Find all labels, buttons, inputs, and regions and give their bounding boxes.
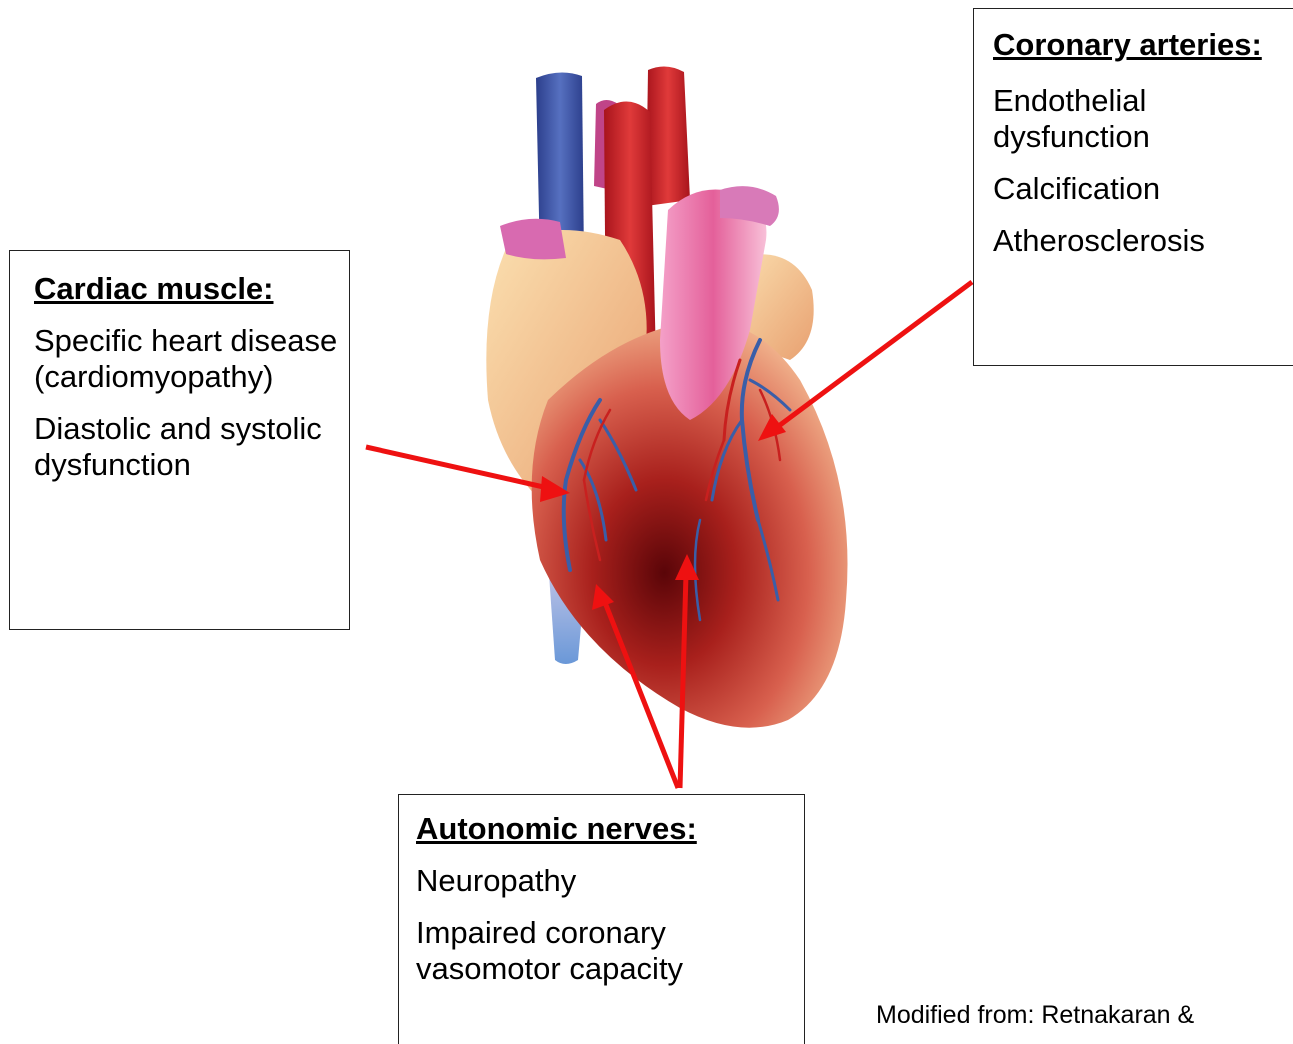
coronary-arteries-item: Atherosclerosis [993, 223, 1283, 259]
pulmonary-artery-left [500, 219, 566, 260]
carotid-artery [646, 66, 690, 206]
source-credit: Modified from: Retnakaran & [876, 1000, 1194, 1030]
cardiac-muscle-heading: Cardiac muscle: [34, 271, 339, 307]
autonomic-nerves-item: Neuropathy [416, 863, 794, 899]
cardiac-muscle-box: Cardiac muscle: Specific heart disease (… [9, 250, 350, 630]
coronary-arteries-box: Coronary arteries: Endothelial dysfuncti… [973, 8, 1293, 366]
autonomic-nerves-item: Impaired coronary vasomotor capacity [416, 915, 794, 987]
cardiac-muscle-item: Specific heart disease (cardiomyopathy) [34, 323, 339, 395]
autonomic-nerves-box: Autonomic nerves: Neuropathy Impaired co… [398, 794, 805, 1044]
coronary-arteries-item: Calcification [993, 171, 1283, 207]
coronary-arteries-item: Endothelial dysfunction [993, 83, 1283, 155]
coronary-arteries-heading: Coronary arteries: [993, 27, 1283, 63]
autonomic-nerves-heading: Autonomic nerves: [416, 811, 794, 847]
cardiac-muscle-item: Diastolic and systolic dysfunction [34, 411, 339, 483]
